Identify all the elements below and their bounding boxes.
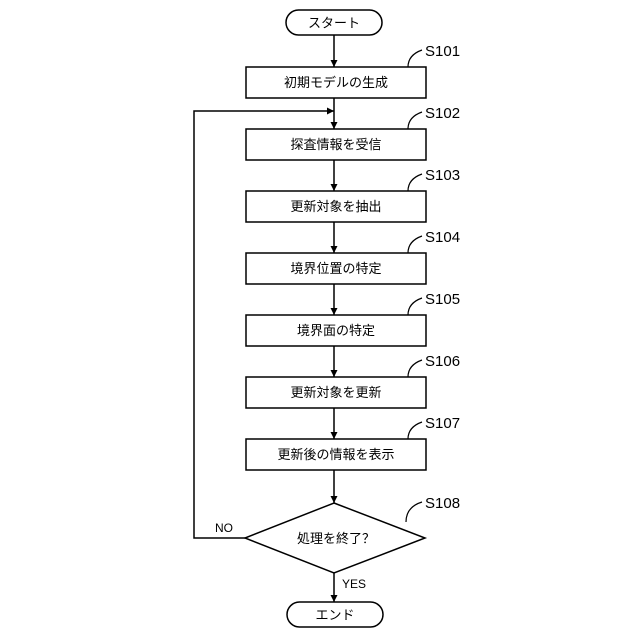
- step-s104-id: S104: [425, 229, 460, 246]
- step-s101-id: S101: [425, 43, 460, 60]
- step-s103-id: S103: [425, 167, 460, 184]
- step-s103: 更新対象を抽出 S103: [246, 167, 460, 222]
- step-s102: 探査情報を受信 S102: [246, 105, 460, 160]
- step-s104-text: 境界位置の特定: [290, 262, 381, 277]
- step-s105: 境界面の特定 S105: [246, 291, 460, 346]
- decision-s108: 処理を終了？ S108: [245, 495, 460, 573]
- end-label: エンド: [315, 609, 354, 624]
- step-s107-text: 更新後の情報を表示: [277, 447, 394, 463]
- step-s101-leader: [408, 50, 422, 67]
- step-s105-text: 境界面の特定: [297, 324, 375, 339]
- step-s101-text: 初期モデルの生成: [284, 75, 388, 91]
- step-s106: 更新対象を更新 S106: [246, 353, 460, 408]
- step-s103-text: 更新対象を抽出: [290, 199, 381, 215]
- step-s106-leader: [408, 360, 422, 377]
- step-s106-id: S106: [425, 353, 460, 370]
- start-label: スタート: [308, 17, 360, 32]
- step-s101: 初期モデルの生成 S101: [246, 43, 460, 98]
- step-s102-id: S102: [425, 105, 460, 122]
- decision-s108-leader: [406, 502, 422, 522]
- step-s105-leader: [408, 298, 422, 315]
- step-s104: 境界位置の特定 S104: [246, 229, 460, 284]
- step-s102-leader: [408, 112, 422, 129]
- step-s106-text: 更新対象を更新: [290, 385, 381, 401]
- decision-s108-text: 処理を終了？: [297, 531, 375, 547]
- decision-s108-id: S108: [425, 495, 460, 512]
- step-s103-leader: [408, 174, 422, 191]
- no-label: NO: [215, 521, 233, 535]
- yes-label: YES: [342, 577, 366, 591]
- end-terminal: エンド: [287, 602, 383, 627]
- step-s107-id: S107: [425, 415, 460, 432]
- step-s102-text: 探査情報を受信: [290, 138, 381, 153]
- step-s104-leader: [408, 236, 422, 253]
- step-s105-id: S105: [425, 291, 460, 308]
- start-terminal: スタート: [286, 10, 382, 35]
- step-s107: 更新後の情報を表示 S107: [246, 415, 460, 470]
- step-s107-leader: [408, 422, 422, 439]
